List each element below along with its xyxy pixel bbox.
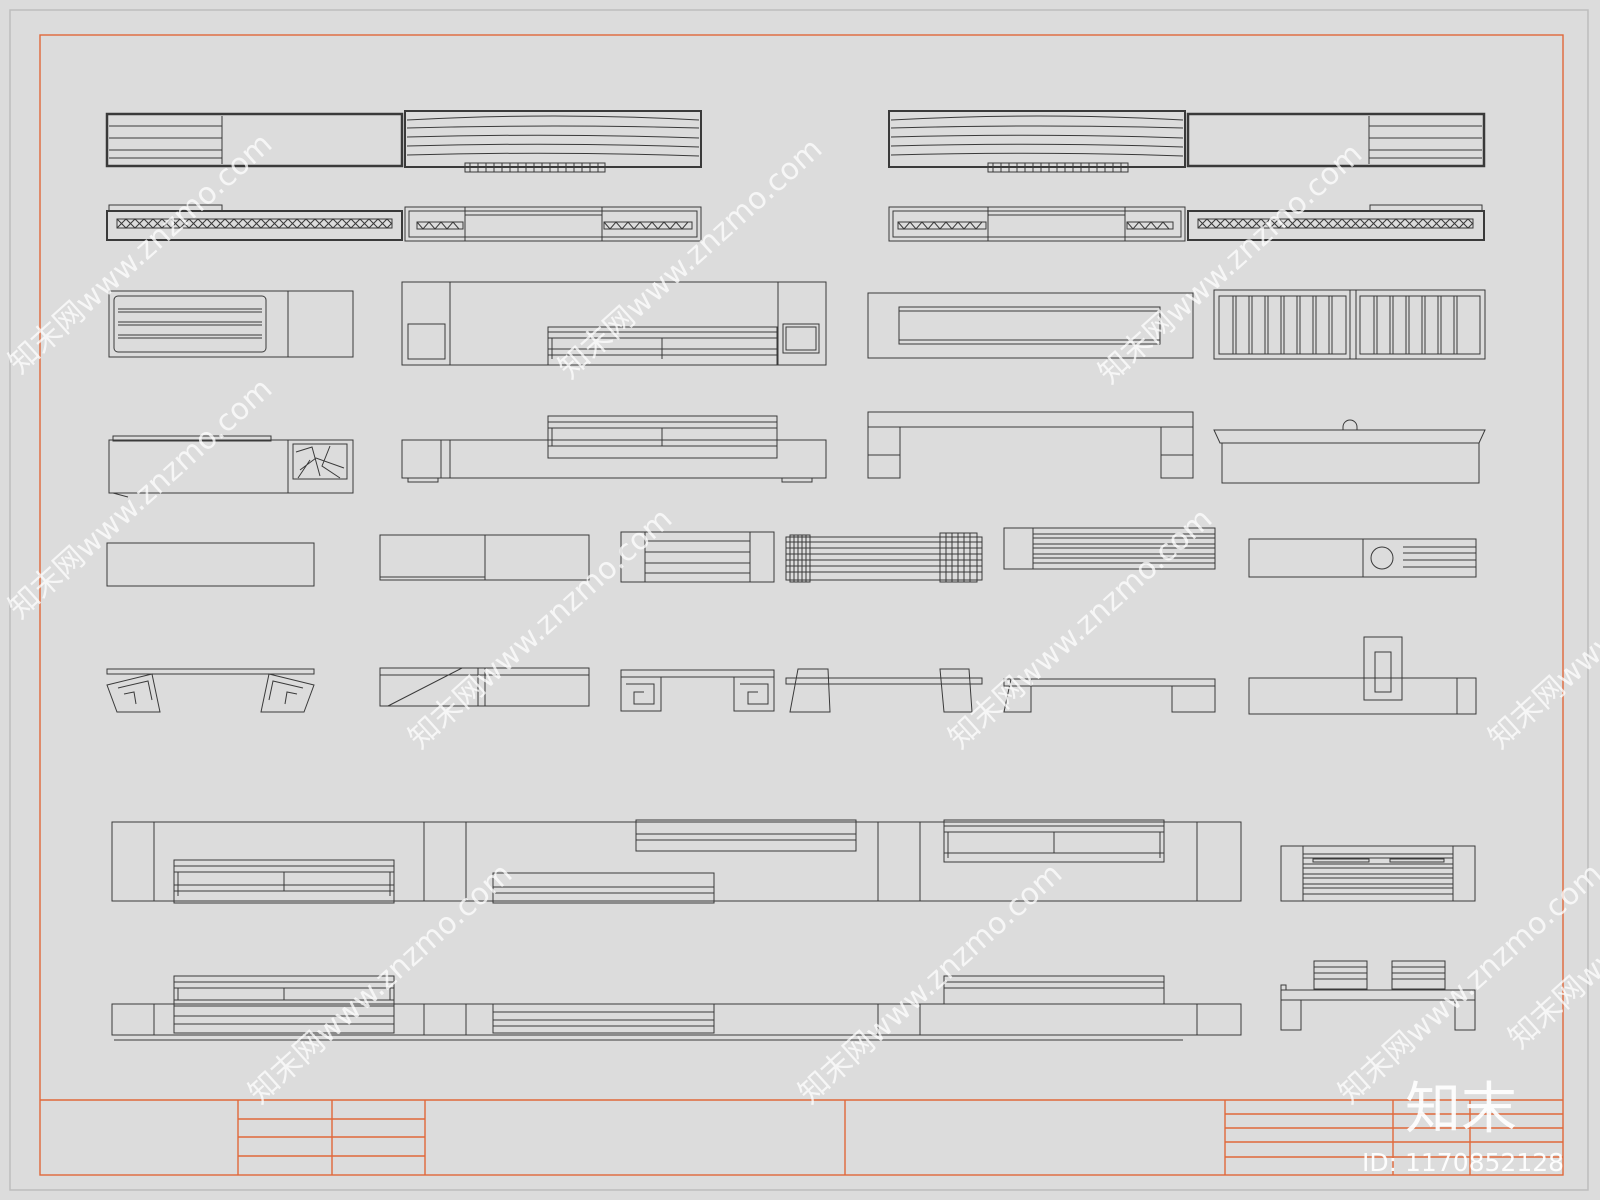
bench-drawing — [1280, 845, 1476, 902]
bench-drawing — [785, 668, 983, 713]
bench-drawing — [888, 206, 1186, 242]
bench-drawing — [1186, 112, 1486, 168]
brand-logo: 知末 — [1405, 1077, 1517, 1142]
bench-drawing — [1003, 678, 1216, 713]
bench-drawing — [1187, 204, 1485, 241]
bench-drawing — [108, 435, 354, 498]
bench-drawing — [1280, 960, 1476, 1031]
bench-drawing — [106, 668, 315, 713]
drawing-frame — [39, 34, 1564, 1176]
bench-drawing — [111, 975, 1242, 1041]
bench-drawing — [404, 206, 702, 242]
bench-drawing — [867, 411, 1194, 479]
bench-drawing — [1003, 527, 1216, 570]
bench-drawing — [404, 110, 702, 173]
image-id-label: ID: 1170852128 — [1362, 1148, 1564, 1177]
bench-drawing — [1248, 538, 1477, 578]
bench-drawing — [379, 667, 590, 707]
bench-drawing — [1213, 289, 1486, 360]
bench-drawing — [401, 415, 827, 483]
bench-drawing — [105, 112, 404, 168]
bench-drawing — [620, 531, 775, 583]
bench-drawing — [888, 110, 1186, 173]
bench-drawing — [1248, 636, 1477, 715]
bench-drawing — [620, 669, 775, 712]
bench-drawing — [1213, 419, 1486, 484]
sheet-border — [9, 9, 1589, 1191]
bench-drawing — [108, 290, 354, 358]
bench-drawing — [111, 819, 1242, 904]
bench-drawing — [106, 542, 315, 587]
bench-drawing — [867, 292, 1194, 359]
bench-drawing — [379, 534, 590, 581]
bench-drawing — [401, 281, 827, 366]
bench-drawing — [106, 204, 403, 241]
bench-drawings — [105, 110, 1486, 1041]
bench-drawing — [785, 532, 983, 583]
